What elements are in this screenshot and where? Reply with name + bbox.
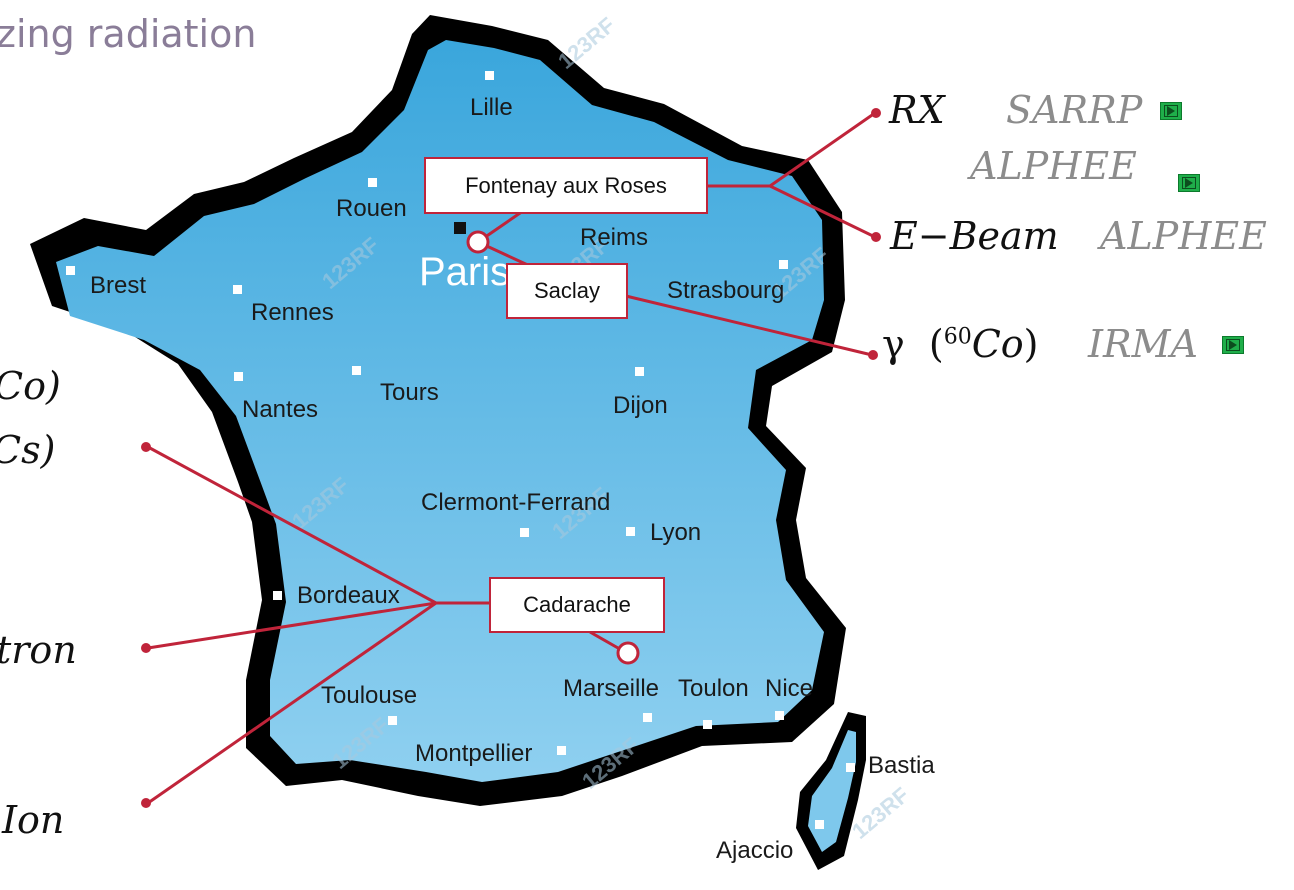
slide-title: zing radiation bbox=[0, 12, 257, 56]
city-toulon: Toulon bbox=[678, 675, 749, 702]
label-ion-partial: Ion bbox=[2, 798, 65, 842]
label-alphee-1: ALPHEE bbox=[970, 144, 1137, 188]
city-dijon: Dijon bbox=[613, 392, 668, 419]
dot-gamma bbox=[868, 350, 878, 360]
cadarache-site-marker bbox=[616, 641, 640, 665]
dot-ebeam bbox=[871, 232, 881, 242]
dot-tron bbox=[141, 643, 151, 653]
co-mass-number: 60 bbox=[943, 324, 972, 350]
city-tours: Tours bbox=[380, 379, 439, 406]
city-bordeaux: Bordeaux bbox=[297, 582, 400, 609]
marker-paris bbox=[454, 222, 466, 234]
city-rennes: Rennes bbox=[251, 299, 334, 326]
marker-rennes bbox=[233, 285, 242, 294]
svg-text:123RF: 123RF bbox=[553, 12, 620, 74]
dot-rx bbox=[871, 108, 881, 118]
connector-lines bbox=[147, 111, 876, 805]
marker-clermont bbox=[520, 528, 529, 537]
connector-dots bbox=[141, 108, 881, 808]
label-alphee-2: ALPHEE bbox=[1100, 214, 1267, 258]
city-markers bbox=[66, 71, 855, 829]
label-tron-partial: tron bbox=[0, 628, 77, 672]
marker-bastia bbox=[846, 763, 855, 772]
city-nantes: Nantes bbox=[242, 396, 318, 423]
label-sarrp: SARRP bbox=[1006, 88, 1143, 132]
city-nice: Nice bbox=[765, 675, 813, 702]
marker-rouen bbox=[368, 178, 377, 187]
dot-cs bbox=[141, 442, 151, 452]
city-paris: Paris bbox=[419, 250, 510, 294]
co-symbol: Co bbox=[971, 322, 1024, 366]
city-strasbourg: Strasbourg bbox=[667, 277, 784, 304]
marker-toulon bbox=[703, 720, 712, 729]
city-toulouse: Toulouse bbox=[321, 682, 417, 709]
marker-montpellier bbox=[557, 746, 566, 755]
paren-open: ( bbox=[916, 322, 944, 366]
gamma-symbol: γ bbox=[882, 322, 905, 366]
marker-lille bbox=[485, 71, 494, 80]
marker-nantes bbox=[234, 372, 243, 381]
marker-strasbourg bbox=[779, 260, 788, 269]
marker-dijon bbox=[635, 367, 644, 376]
site-box-fontenay: Fontenay aux Roses bbox=[424, 157, 708, 214]
city-marseille: Marseille bbox=[563, 675, 659, 702]
marker-ajaccio bbox=[815, 820, 824, 829]
marker-lyon bbox=[626, 527, 635, 536]
marker-marseille bbox=[643, 713, 652, 722]
city-lyon: Lyon bbox=[650, 519, 701, 546]
play-icon[interactable] bbox=[1160, 102, 1182, 120]
city-rouen: Rouen bbox=[336, 195, 407, 222]
label-co-partial: Co) bbox=[0, 364, 61, 408]
label-rx: RX bbox=[889, 88, 945, 132]
label-ebeam: E−Beam bbox=[890, 214, 1059, 258]
saclay-site-marker bbox=[466, 230, 490, 254]
city-ajaccio: Ajaccio bbox=[716, 837, 793, 864]
site-box-cadarache: Cadarache bbox=[489, 577, 665, 633]
city-lille: Lille bbox=[470, 94, 513, 121]
marker-nice bbox=[775, 711, 784, 720]
city-montpellier: Montpellier bbox=[415, 740, 532, 767]
map-mainland bbox=[56, 40, 824, 782]
marker-brest bbox=[66, 266, 75, 275]
play-icon[interactable] bbox=[1222, 336, 1244, 354]
city-reims: Reims bbox=[580, 224, 648, 251]
site-box-saclay: Saclay bbox=[506, 263, 628, 319]
label-irma: IRMA bbox=[1088, 322, 1198, 366]
play-icon[interactable] bbox=[1178, 174, 1200, 192]
marker-bordeaux bbox=[273, 591, 282, 600]
label-gamma-co60: γ (60Co) bbox=[882, 322, 1039, 366]
city-brest: Brest bbox=[90, 272, 146, 299]
label-cs-partial: Cs) bbox=[0, 428, 56, 472]
marker-tours bbox=[352, 366, 361, 375]
city-bastia: Bastia bbox=[868, 752, 935, 779]
dot-ion bbox=[141, 798, 151, 808]
marker-toulouse bbox=[388, 716, 397, 725]
paren-close: ) bbox=[1023, 322, 1039, 366]
city-clermont: Clermont-Ferrand bbox=[421, 489, 610, 516]
